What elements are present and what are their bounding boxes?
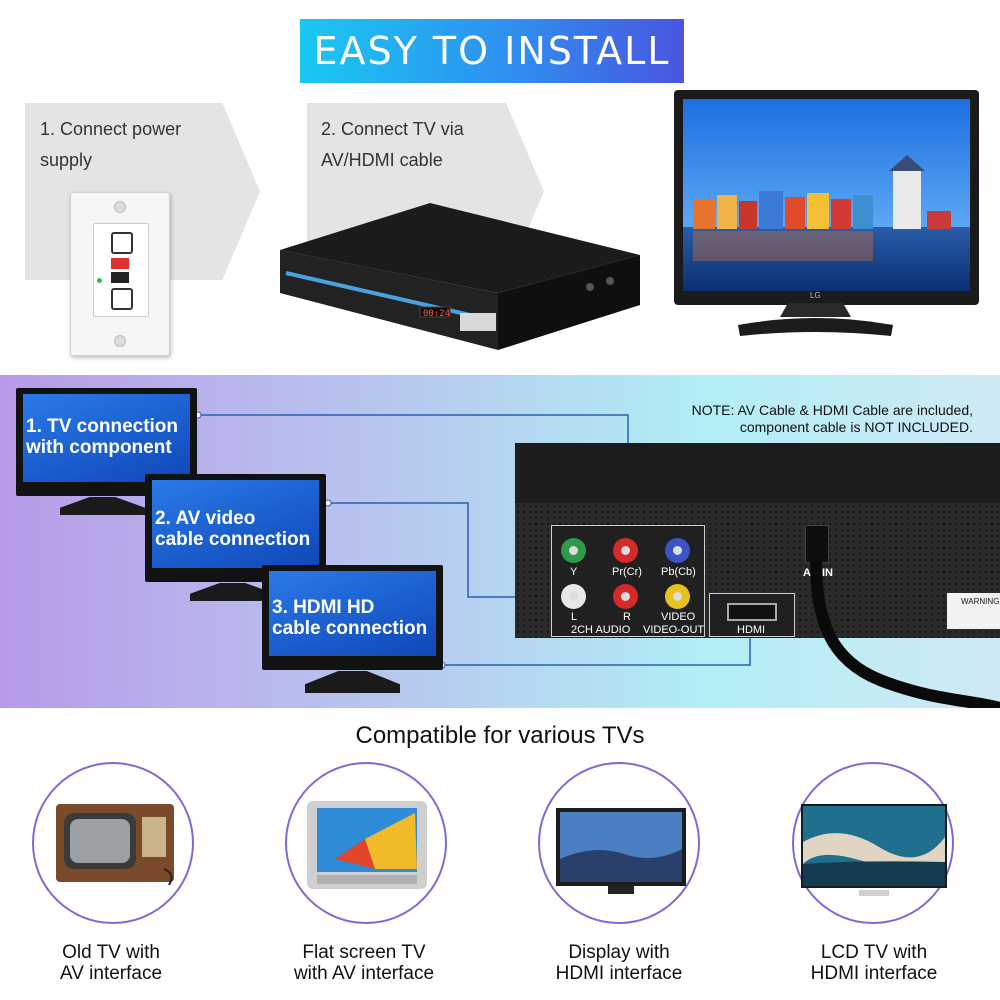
- old-tv-line2: AV interface: [59, 963, 163, 984]
- note-line2: component cable is NOT INCLUDED.: [739, 419, 973, 435]
- lcd-tv-line2: HDMI interface: [810, 963, 938, 984]
- label-l: L: [571, 611, 578, 623]
- tv3-stand: [305, 671, 400, 693]
- tv-monitor-stand: [738, 303, 893, 336]
- label-video: VIDEO: [661, 611, 696, 623]
- dvd-display: 00:24: [423, 309, 450, 319]
- display-image: [556, 808, 686, 894]
- step-2-line2: AV/HDMI cable: [321, 150, 443, 170]
- lcd-tv-caption: LCD TV with HDMI interface: [774, 942, 974, 984]
- power-cable: [810, 560, 1000, 708]
- tv1-label-line1: 1. TV connection: [26, 416, 179, 437]
- tv1-stand: [60, 497, 145, 515]
- label-2ch-audio: 2CH AUDIO: [571, 624, 631, 636]
- banner-title: EASY TO INSTALL: [313, 29, 671, 73]
- tv-monitor-image: LG: [674, 90, 979, 305]
- tv2-label-line1: 2. AV video: [155, 508, 256, 529]
- crt-tv-line2: with AV interface: [293, 963, 435, 984]
- tv-hdmi-connection: 3. HDMI HD cable connection: [262, 565, 443, 670]
- tv2-stand: [190, 583, 275, 601]
- hdmi-port: [727, 603, 777, 621]
- label-hdmi: HDMI: [737, 624, 766, 636]
- tv2-label-line2: cable connection: [155, 529, 311, 550]
- display-line2: HDMI interface: [555, 963, 683, 984]
- tv3-label-line2: cable connection: [272, 618, 428, 639]
- display-caption: Display with HDMI interface: [519, 942, 719, 984]
- display-ring: [538, 762, 700, 924]
- step-1-line1: 1. Connect power: [40, 119, 182, 139]
- crt-tv-caption: Flat screen TV with AV interface: [264, 942, 464, 984]
- jack-y-green: [561, 538, 586, 563]
- old-tv-ring: [32, 762, 194, 924]
- warning-label: WARNING: [947, 593, 1000, 629]
- step-2-line1: 2. Connect TV via: [321, 119, 464, 139]
- dvd-player-image: 00:24: [280, 203, 640, 350]
- label-r: R: [623, 611, 631, 623]
- label-pb: Pb(Cb): [661, 566, 696, 578]
- lcd-tv-line1: LCD TV with: [820, 942, 928, 963]
- crt-tv-ring: [285, 762, 447, 924]
- warning-text: WARNING: [961, 597, 1000, 606]
- tv-brand-logo: LG: [810, 291, 821, 300]
- note-line1: NOTE: AV Cable & HDMI Cable are included…: [691, 402, 973, 418]
- display-line1: Display with: [568, 942, 670, 963]
- step-1-text: 1. Connect power supply: [40, 114, 240, 176]
- tv1-label-line2: with component: [26, 437, 172, 458]
- jack-audio-right-red: [613, 584, 638, 609]
- step-1-line2: supply: [40, 150, 93, 170]
- label-pr: Pr(Cr): [612, 566, 642, 578]
- step-2-text: 2. Connect TV via AV/HDMI cable: [321, 114, 521, 176]
- label-y: Y: [570, 566, 578, 578]
- tv-av-connection: 2. AV video cable connection: [145, 474, 326, 582]
- lcd-tv-ring: [792, 762, 954, 924]
- old-tv-image: [56, 804, 174, 886]
- old-tv-caption: Old TV with AV interface: [11, 942, 211, 984]
- jack-pb-blue: [665, 538, 690, 563]
- jack-pr-red: [613, 538, 638, 563]
- tv3-label-line1: 3. HDMI HD: [272, 597, 375, 618]
- dvd-rear-panel-image: Y Pr(Cr) Pb(Cb) L R VIDEO 2CH AUDIO VIDE…: [515, 443, 1000, 638]
- crt-tv-line1: Flat screen TV: [302, 942, 426, 963]
- label-video-out: VIDEO-OUT: [643, 624, 705, 636]
- easy-install-banner: EASY TO INSTALL: [300, 19, 684, 83]
- ac-plug: [805, 525, 829, 563]
- jack-audio-left-white: [561, 584, 586, 609]
- crt-tv-image: [307, 801, 427, 889]
- cable-note: NOTE: AV Cable & HDMI Cable are included…: [600, 402, 973, 436]
- lcd-tv-image: [801, 804, 947, 896]
- jack-video-yellow: [665, 584, 690, 609]
- power-outlet-image: [70, 192, 170, 356]
- compatible-title: Compatible for various TVs: [355, 722, 645, 749]
- old-tv-line1: Old TV with: [62, 942, 160, 963]
